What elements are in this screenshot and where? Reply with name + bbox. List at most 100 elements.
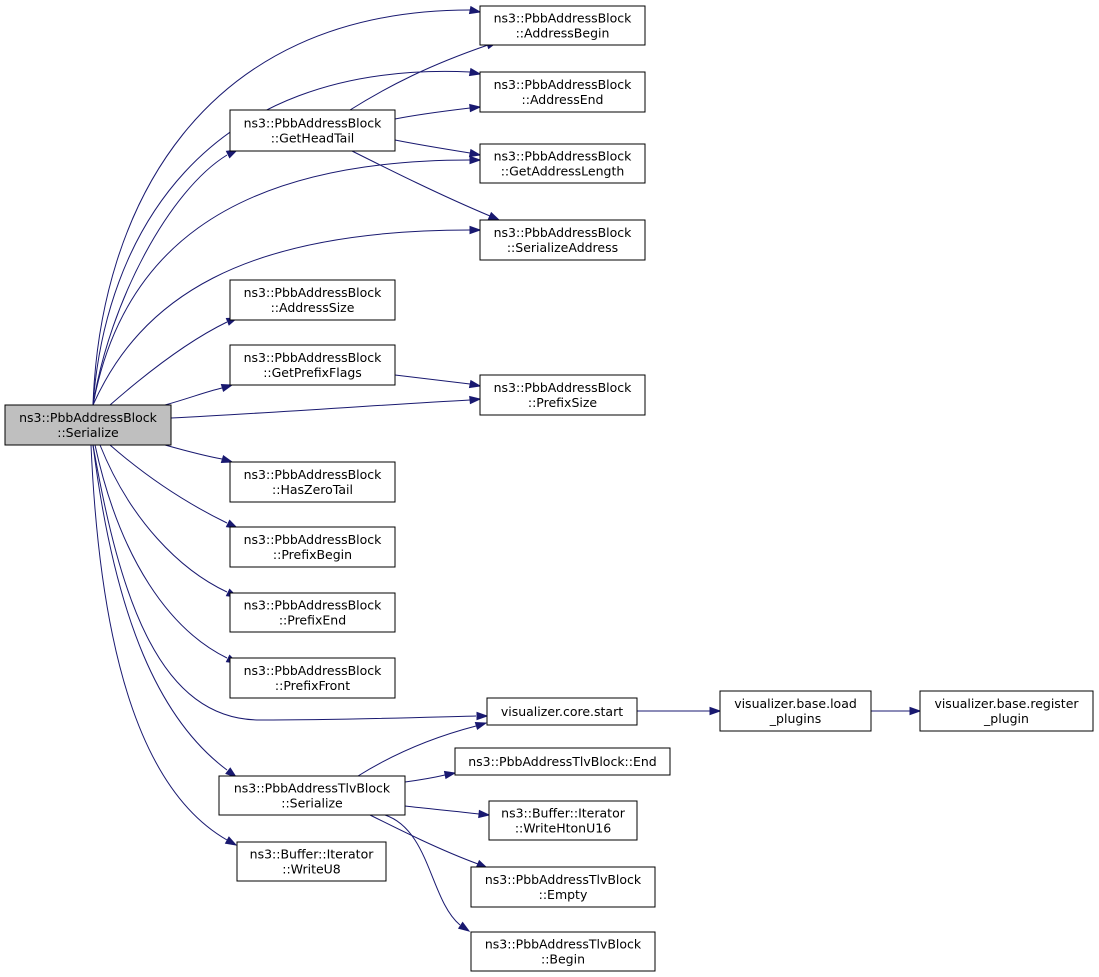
node-box: [479, 71, 646, 113]
node-root[interactable]: ns3::PbbAddressBlock::Serialize: [4, 404, 172, 446]
node-box: [229, 344, 396, 386]
node-label-line: ::AddressEnd: [522, 92, 604, 107]
node-label-line: ::AddressBegin: [516, 26, 610, 41]
node-tlvEnd[interactable]: ns3::PbbAddressTlvBlock::End: [454, 747, 671, 776]
arrowhead: [225, 767, 238, 778]
edge-root-to-hasZeroTail: [164, 444, 234, 464]
arrowhead: [220, 383, 234, 393]
arrowhead: [468, 148, 482, 158]
arrowhead: [476, 711, 489, 721]
arrowhead: [469, 225, 482, 235]
node-label-line: ns3::Buffer::Iterator: [250, 847, 375, 862]
node-coreStart[interactable]: visualizer.core.start: [486, 697, 638, 726]
node-label-line: ns3::PbbAddressTlvBlock: [485, 872, 642, 887]
arrowhead: [224, 836, 238, 846]
edge-root-to-prefixSize: [170, 395, 482, 419]
node-writeU8[interactable]: ns3::Buffer::Iterator::WriteU8: [236, 841, 387, 882]
node-label-line: ns3::PbbAddressBlock: [494, 380, 633, 395]
node-label-line: ::HasZeroTail: [272, 482, 353, 497]
node-box: [218, 775, 406, 816]
node-label-line: ns3::PbbAddressBlock: [494, 11, 633, 26]
edge-line: [92, 444, 228, 771]
node-tlvBegin[interactable]: ns3::PbbAddressTlvBlock::Begin: [470, 931, 656, 972]
node-serializeAddress[interactable]: ns3::PbbAddressBlock::SerializeAddress: [479, 219, 646, 261]
edge-line: [109, 321, 228, 406]
node-addressSize[interactable]: ns3::PbbAddressBlock::AddressSize: [229, 279, 396, 321]
arrowhead: [469, 155, 482, 165]
node-label-line: ::SerializeAddress: [507, 240, 618, 255]
node-box: [229, 526, 396, 568]
node-prefixEnd[interactable]: ns3::PbbAddressBlock::PrefixEnd: [229, 592, 396, 633]
edge-line: [394, 139, 471, 154]
node-prefixSize[interactable]: ns3::PbbAddressBlock::PrefixSize: [479, 374, 646, 416]
node-label-line: ns3::PbbAddressBlock: [494, 77, 633, 92]
edge-line: [92, 229, 471, 406]
node-label-line: ::GetAddressLength: [501, 164, 625, 179]
node-box: [236, 841, 387, 882]
edge-root-to-tlvSerialize: [92, 444, 238, 778]
arrowhead: [487, 211, 501, 221]
node-label-line: ::GetHeadTail: [271, 131, 355, 146]
node-label-line: _plugin: [983, 711, 1029, 726]
node-getPrefixFlags[interactable]: ns3::PbbAddressBlock::GetPrefixFlags: [229, 344, 396, 386]
arrowhead: [468, 5, 482, 15]
node-label-line: ::PrefixBegin: [273, 547, 352, 562]
edge-tlvSerialize-to-tlvBegin: [384, 814, 471, 932]
node-label-line: ns3::PbbAddressTlvBlock::End: [468, 754, 657, 769]
node-addressBegin[interactable]: ns3::PbbAddressBlock::AddressBegin: [479, 5, 646, 46]
node-addressEnd[interactable]: ns3::PbbAddressBlock::AddressEnd: [479, 71, 646, 113]
edge-tlvSerialize-to-tlvEnd: [404, 770, 457, 783]
node-label-line: ::AddressSize: [271, 300, 355, 315]
edge-root-to-addressBegin: [92, 5, 482, 406]
arrowhead: [474, 721, 488, 731]
node-registerPlugin[interactable]: visualizer.base.register_plugin: [919, 690, 1094, 732]
edge-root-to-getPrefixFlags: [164, 383, 234, 406]
node-prefixBegin[interactable]: ns3::PbbAddressBlock::PrefixBegin: [229, 526, 396, 568]
arrowhead: [909, 706, 922, 716]
arrowhead: [469, 103, 482, 113]
node-label-line: ns3::PbbAddressTlvBlock: [485, 937, 642, 952]
edge-line: [404, 805, 480, 815]
node-box: [4, 404, 172, 446]
node-label-line: ns3::PbbAddressBlock: [244, 663, 383, 678]
node-box: [479, 143, 646, 184]
node-getHeadTail[interactable]: ns3::PbbAddressBlock::GetHeadTail: [229, 109, 396, 152]
node-label-line: ::Begin: [541, 952, 585, 967]
node-label-line: ::PrefixEnd: [279, 613, 346, 628]
node-label-line: ::PrefixFront: [275, 678, 350, 693]
edge-getHeadTail-to-addressBegin: [349, 41, 499, 111]
node-getAddressLength[interactable]: ns3::PbbAddressBlock::GetAddressLength: [479, 143, 646, 184]
edge-root-to-writeU8: [90, 444, 238, 846]
node-tlvSerialize[interactable]: ns3::PbbAddressTlvBlock::Serialize: [218, 775, 406, 816]
edges-layer: [90, 5, 922, 932]
edge-root-to-prefixBegin: [109, 444, 239, 529]
node-label-line: ns3::PbbAddressBlock: [244, 467, 383, 482]
edge-coreStart-to-loadPlugins: [637, 706, 722, 716]
node-label-line: ::WriteHtonU16: [515, 821, 611, 836]
node-label-line: ns3::PbbAddressBlock: [244, 116, 383, 131]
edge-root-to-getHeadTail: [92, 149, 239, 406]
node-loadPlugins[interactable]: visualizer.base.load_plugins: [719, 690, 872, 732]
node-hasZeroTail[interactable]: ns3::PbbAddressBlock::HasZeroTail: [229, 461, 396, 503]
node-tlvEmpty[interactable]: ns3::PbbAddressTlvBlock::Empty: [470, 866, 656, 908]
node-label-line: ::WriteU8: [282, 862, 341, 877]
arrowhead: [709, 706, 722, 716]
node-writeHtonU16[interactable]: ns3::Buffer::Iterator::WriteHtonU16: [488, 800, 638, 841]
edge-line: [170, 399, 471, 419]
node-label-line: ns3::PbbAddressBlock: [244, 598, 383, 613]
node-label-line: ns3::PbbAddressTlvBlock: [234, 781, 391, 796]
node-label-line: ::Empty: [539, 887, 588, 902]
arrowhead: [457, 921, 471, 932]
edge-line: [92, 444, 477, 721]
arrowhead: [469, 395, 482, 405]
edge-line: [394, 107, 471, 120]
edge-line: [164, 444, 223, 460]
edge-line: [92, 154, 228, 406]
edge-line: [92, 70, 471, 406]
node-prefixFront[interactable]: ns3::PbbAddressBlock::PrefixFront: [229, 657, 396, 699]
node-box: [229, 109, 396, 152]
node-label-line: ::Serialize: [57, 425, 119, 440]
arrowhead: [220, 454, 234, 464]
edge-line: [94, 444, 228, 659]
